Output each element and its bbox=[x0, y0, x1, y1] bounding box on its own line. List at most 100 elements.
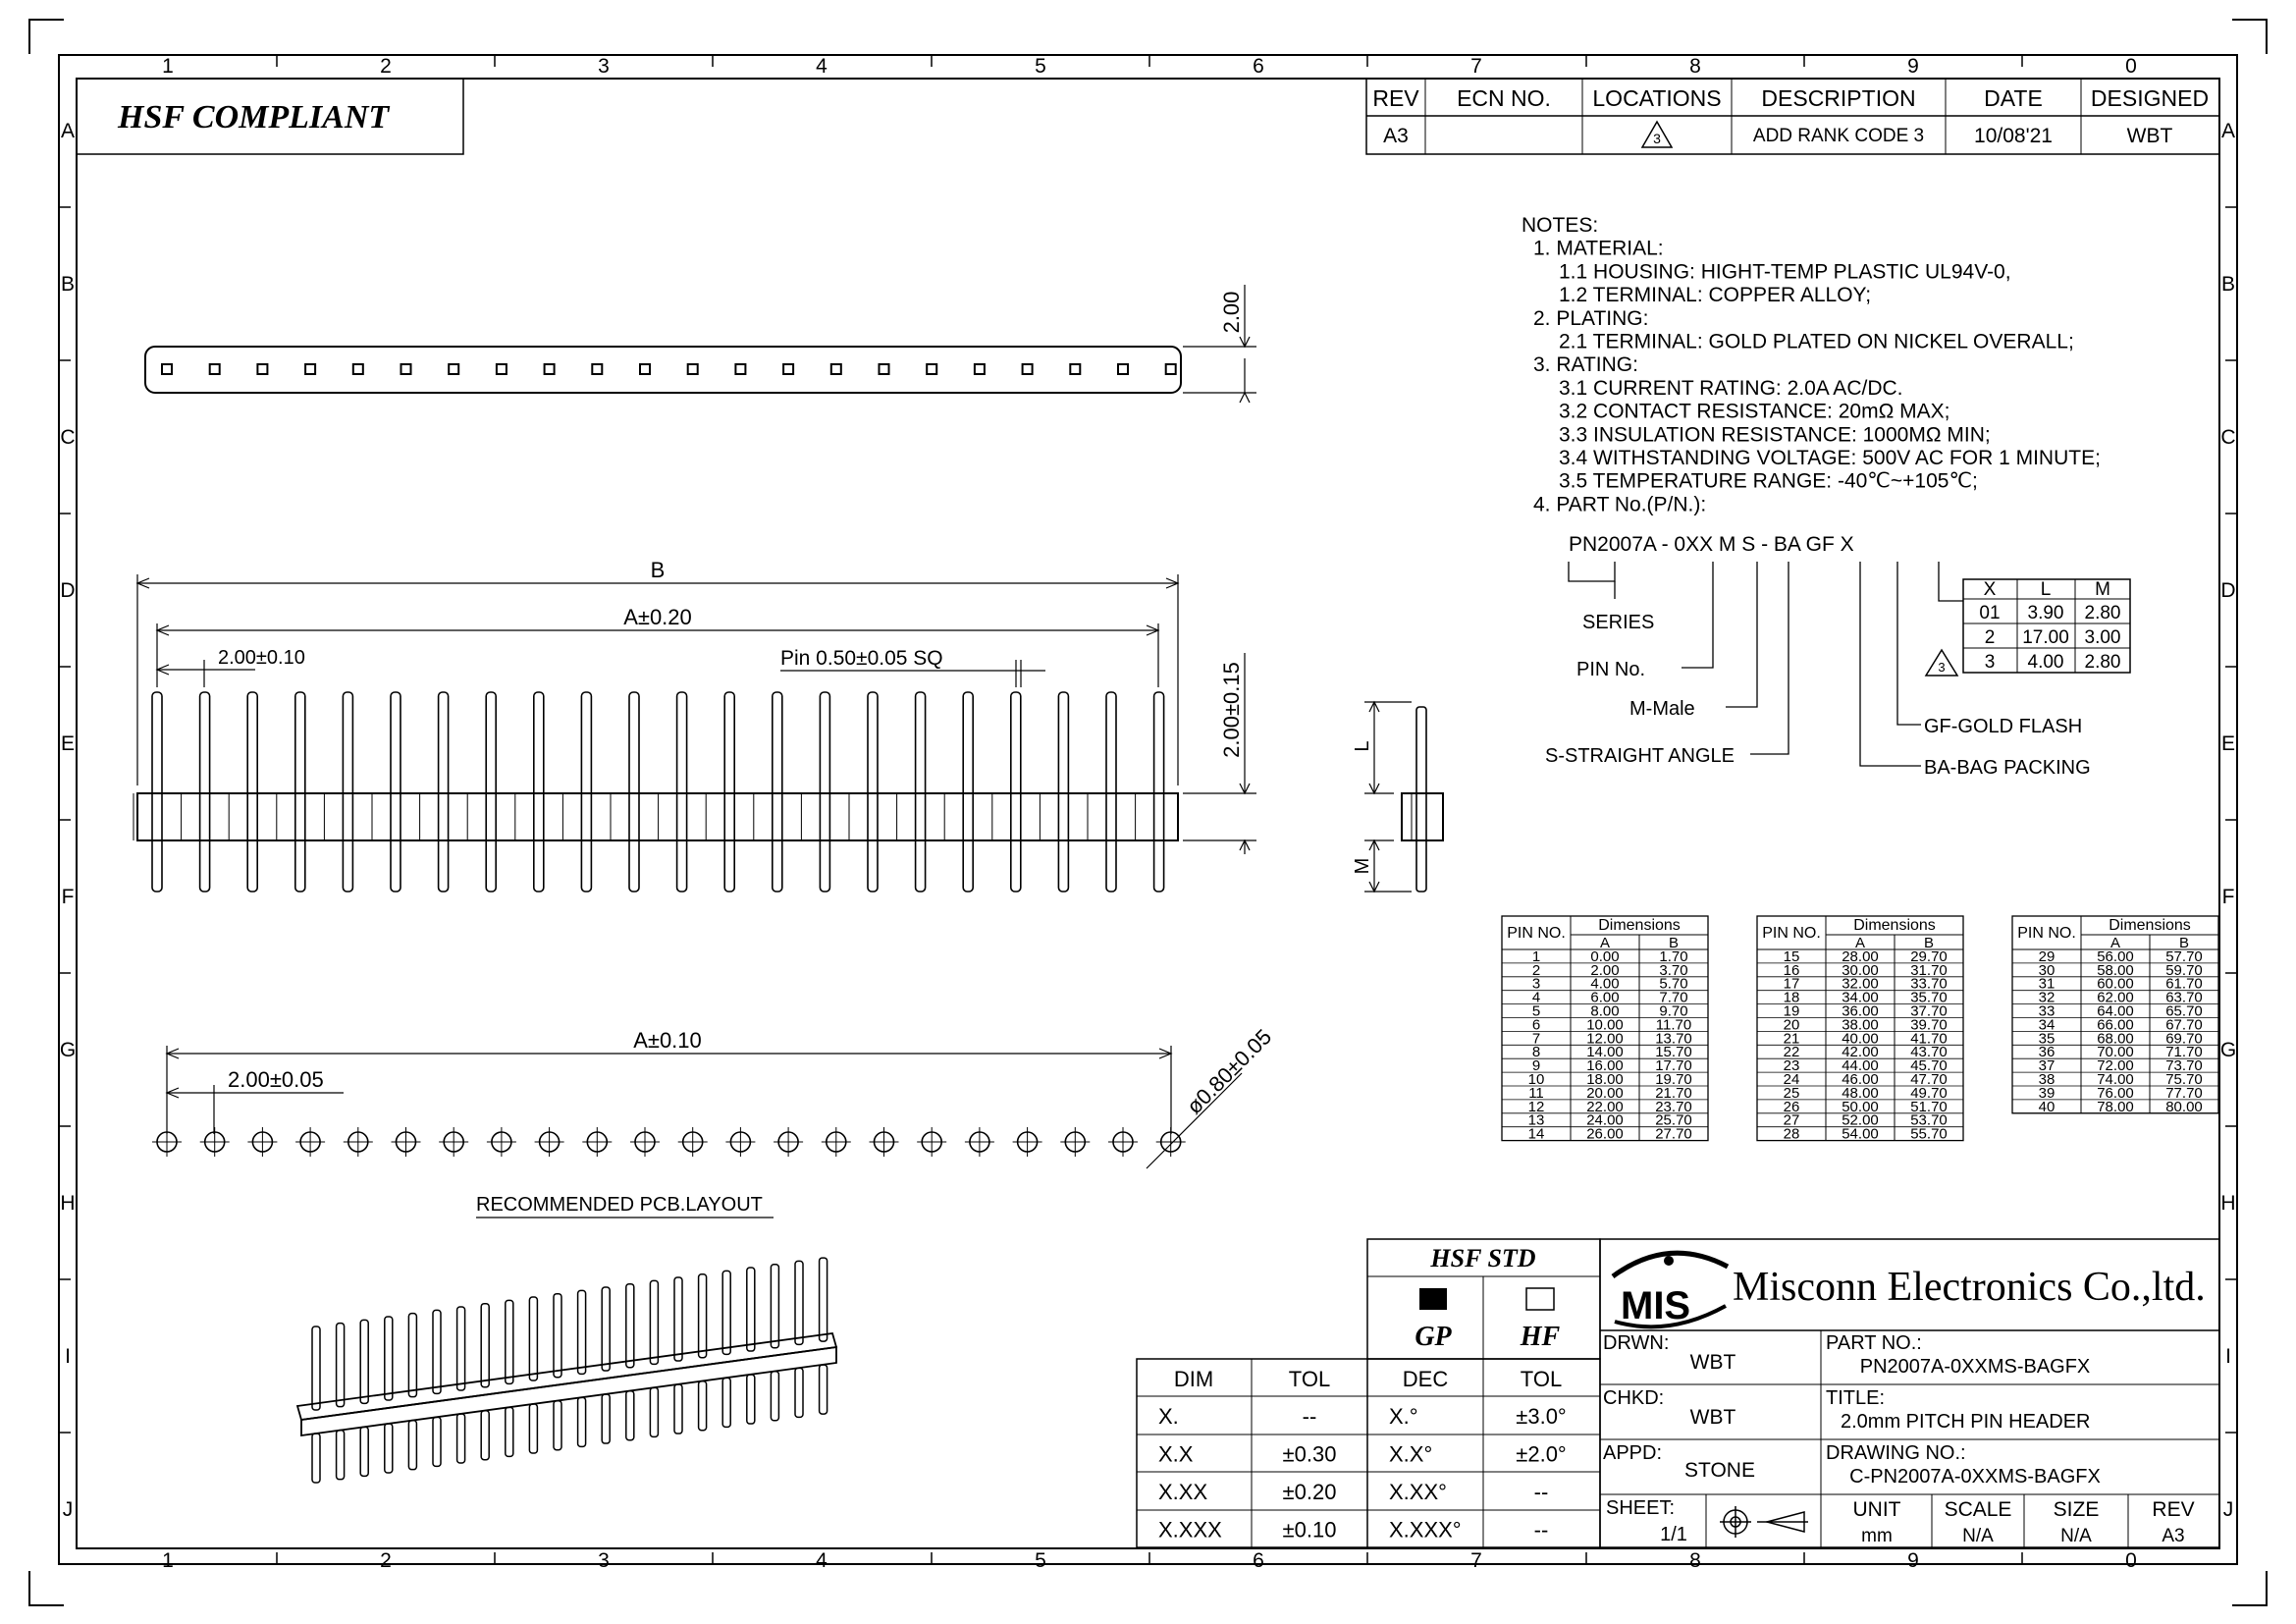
frame-col-label: 2 bbox=[380, 1549, 392, 1572]
pin-no-cell: 39 bbox=[2039, 1085, 2056, 1102]
pin-no-cell: 22 bbox=[1784, 1044, 1800, 1060]
note-line: 1.1 HOUSING: HIGHT-TEMP PLASTIC UL94V-0, bbox=[1559, 260, 2011, 283]
iso-pin-top bbox=[384, 1316, 394, 1401]
frame-row-label: G bbox=[60, 1039, 76, 1061]
frame-row-label: C bbox=[2220, 426, 2235, 449]
tol-cell: X.XX° bbox=[1389, 1480, 1447, 1504]
pin-square bbox=[878, 363, 890, 375]
pin-no-cell: 14 bbox=[1528, 1126, 1545, 1143]
iso-pin-top bbox=[721, 1270, 731, 1356]
hsf-compliant-box: HSF COMPLIANT bbox=[76, 78, 464, 155]
ecn-header: ECN NO. bbox=[1457, 85, 1551, 111]
dim-b-cell: 43.70 bbox=[1910, 1044, 1948, 1060]
pin-square bbox=[208, 363, 221, 375]
header-pin bbox=[246, 691, 258, 893]
tol-header: TOL bbox=[1289, 1367, 1330, 1391]
sheet-value: 1/1 bbox=[1660, 1524, 1687, 1545]
pin-square bbox=[1117, 363, 1129, 375]
pin-no-cell: 29 bbox=[2039, 948, 2056, 965]
description-header: DESCRIPTION bbox=[1761, 85, 1915, 111]
dim-a-cell: 30.00 bbox=[1842, 962, 1879, 979]
b-header: B bbox=[2179, 935, 2189, 951]
pin-no-cell: 32 bbox=[2039, 990, 2056, 1006]
pin-no-header: PIN NO. bbox=[1762, 925, 1821, 942]
dim-b-cell: 1.70 bbox=[1659, 948, 1687, 965]
pin-no-cell: 17 bbox=[1784, 976, 1800, 993]
xlm-cell: 01 bbox=[1979, 603, 2000, 623]
frame-row-label: A bbox=[2221, 120, 2235, 142]
dim-a-cell: 46.00 bbox=[1842, 1071, 1879, 1088]
tol-cell: X. bbox=[1158, 1404, 1179, 1429]
frame-col-label: 0 bbox=[2125, 1549, 2137, 1572]
dim-b-cell: 17.70 bbox=[1655, 1057, 1692, 1074]
dim-hole: ø0.80±0.05 bbox=[1182, 1024, 1276, 1118]
pin-no-cell: 38 bbox=[2039, 1071, 2056, 1088]
iso-pin-bottom bbox=[818, 1364, 828, 1415]
pin-square bbox=[161, 363, 173, 375]
iso-pin-top bbox=[455, 1306, 466, 1391]
frame-row-label: D bbox=[2220, 579, 2235, 602]
size-value: N/A bbox=[2060, 1526, 2092, 1546]
pin-square bbox=[686, 363, 699, 375]
dim-a-cell: 10.00 bbox=[1586, 1016, 1624, 1033]
dim-a-cell: 58.00 bbox=[2097, 962, 2134, 979]
logo-text: MIS bbox=[1621, 1284, 1690, 1327]
dim-a-cell: 48.00 bbox=[1842, 1085, 1879, 1102]
header-pin bbox=[962, 691, 975, 893]
dim-m: M bbox=[1352, 858, 1373, 875]
header-pin bbox=[914, 691, 927, 893]
dim-b-cell: 31.70 bbox=[1910, 962, 1948, 979]
pin-square bbox=[448, 363, 460, 375]
notes-block: NOTES:1. MATERIAL:1.1 HOUSING: HIGHT-TEM… bbox=[1522, 214, 2101, 515]
frame-col-label: 6 bbox=[1253, 55, 1264, 78]
iso-pin-bottom bbox=[625, 1389, 635, 1441]
pin-no-cell: 37 bbox=[2039, 1057, 2056, 1074]
designed-header: DESIGNED bbox=[2091, 85, 2209, 111]
pin-no-cell: 8 bbox=[1532, 1044, 1540, 1060]
pin-square bbox=[782, 363, 795, 375]
header-pin bbox=[675, 691, 688, 893]
iso-pin-top bbox=[432, 1309, 442, 1395]
iso-pin-bottom bbox=[311, 1433, 321, 1484]
tol-cell: X.X bbox=[1158, 1442, 1194, 1467]
tol-cell: ±0.10 bbox=[1283, 1518, 1337, 1543]
pin-no-cell: 25 bbox=[1784, 1085, 1800, 1102]
frame-col-label: 0 bbox=[2125, 55, 2137, 78]
header-pin bbox=[294, 691, 306, 893]
dim-height-015: 2.00±0.15 bbox=[1219, 662, 1244, 758]
note-line: 3.3 INSULATION RESISTANCE: 1000MΩ MIN; bbox=[1559, 423, 1991, 446]
header-pin bbox=[485, 691, 498, 893]
pin-square bbox=[256, 363, 269, 375]
dimensions-header: Dimensions bbox=[1598, 917, 1681, 934]
locations-header: LOCATIONS bbox=[1592, 85, 1721, 111]
header-pin bbox=[1010, 691, 1022, 893]
pin-square bbox=[591, 363, 604, 375]
corner-marks bbox=[28, 19, 2268, 1606]
hf-empty-square-icon bbox=[1525, 1287, 1555, 1311]
header-pin bbox=[151, 691, 163, 893]
tol-cell: ±0.20 bbox=[1283, 1480, 1337, 1504]
iso-pin-top bbox=[649, 1279, 660, 1366]
pin-no-cell: 19 bbox=[1784, 1003, 1800, 1020]
dim-a-cell: 78.00 bbox=[2097, 1099, 2134, 1115]
dim-a-cell: 50.00 bbox=[1842, 1099, 1879, 1115]
pin-no-cell: 5 bbox=[1532, 1003, 1540, 1020]
dim-b-cell: 21.70 bbox=[1655, 1085, 1692, 1102]
part-label: PART NO.: bbox=[1826, 1332, 1922, 1354]
pin-no-cell: 36 bbox=[2039, 1044, 2056, 1060]
iso-pin-bottom bbox=[455, 1413, 466, 1464]
note-line: 4. PART No.(P/N.): bbox=[1533, 493, 1706, 515]
xlm-cell: 17.00 bbox=[2022, 627, 2069, 648]
note-line: 3. RATING: bbox=[1533, 353, 1638, 376]
pin-no-cell: 3 bbox=[1532, 976, 1540, 993]
note-line: 2. PLATING: bbox=[1533, 307, 1648, 330]
date-value: 10/08'21 bbox=[1974, 125, 2053, 147]
callout-series: SERIES bbox=[1582, 612, 1654, 633]
dim-a-cell: 12.00 bbox=[1586, 1030, 1624, 1047]
iso-pin-bottom bbox=[335, 1429, 346, 1481]
callout-pin-no: PIN No. bbox=[1576, 659, 1645, 680]
